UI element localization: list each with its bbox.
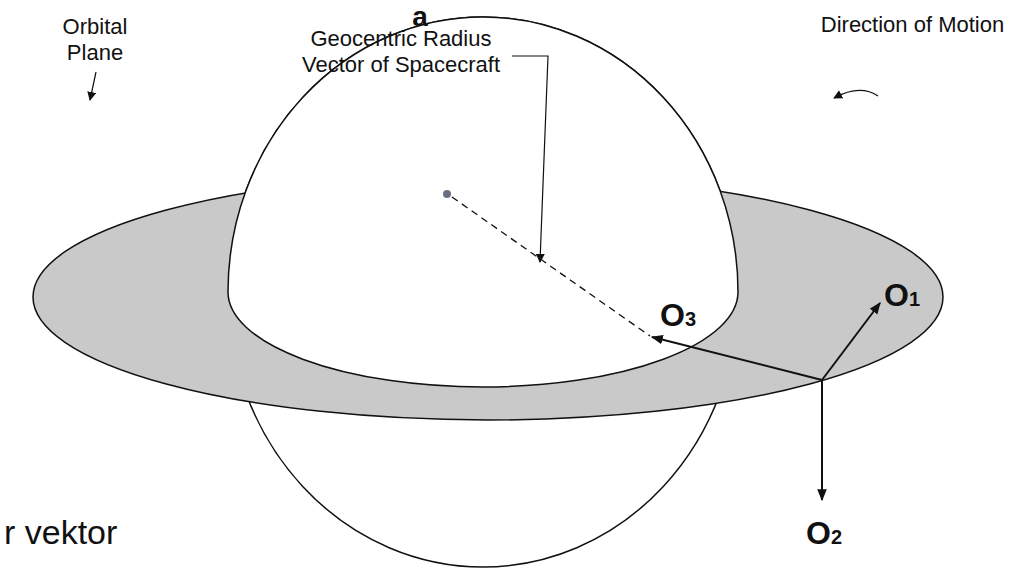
o1-axis bbox=[822, 303, 880, 380]
note-text: r vektor bbox=[4, 512, 184, 553]
earth-center bbox=[443, 190, 451, 198]
earth-dome bbox=[228, 17, 738, 387]
leader-line bbox=[512, 56, 548, 262]
part-label: Direction of Motion bbox=[820, 12, 1005, 38]
axis-label: O1 bbox=[884, 276, 944, 314]
motion-arrow bbox=[834, 90, 878, 98]
leader-line bbox=[90, 72, 96, 100]
axis-label: O2 bbox=[806, 514, 866, 552]
o2-axis bbox=[821, 380, 823, 500]
o3-axis bbox=[652, 337, 822, 380]
earth-sphere bbox=[228, 17, 738, 567]
radius-vector bbox=[452, 197, 650, 336]
part-label: Orbital Plane bbox=[40, 14, 150, 67]
part-label: Geocentric Radius Vector of Spacecraft bbox=[290, 26, 512, 79]
axis-label: O3 bbox=[660, 296, 720, 334]
